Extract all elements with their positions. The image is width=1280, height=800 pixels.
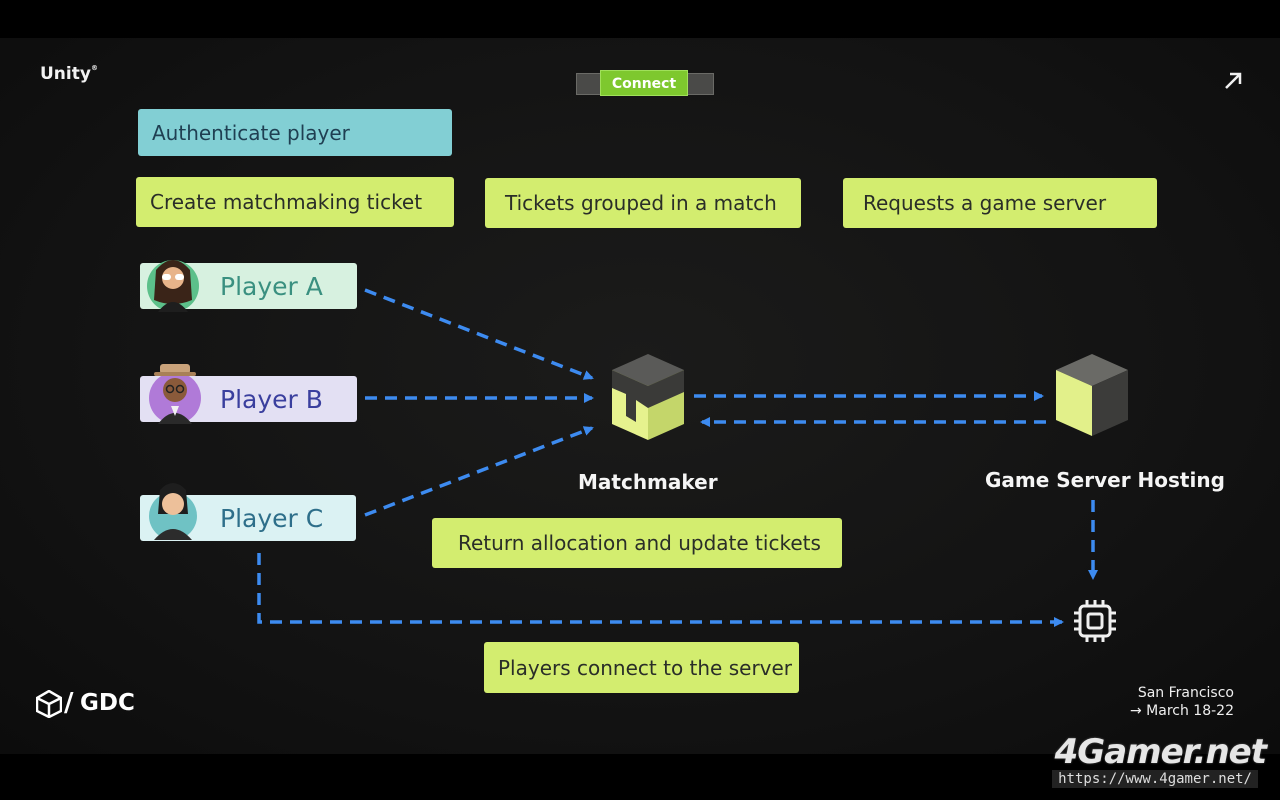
tab-connect[interactable]: Connect [600,70,688,96]
player-c-avatar [149,483,197,540]
tickets-grouped-box: Tickets grouped in a match [485,178,801,228]
matchmaker-label: Matchmaker [578,470,718,494]
unity-cube-icon [36,690,62,718]
arrow-player-c-to-matchmaker [364,426,594,517]
server-chip-icon [1074,600,1116,642]
player-a-label: Player A [220,271,323,301]
player-c-label: Player C [220,503,324,533]
event-city: San Francisco [1137,685,1234,701]
matchmaker-cube-icon [612,354,684,440]
player-b-avatar [149,364,201,424]
request-server-box: Requests a game server [843,178,1157,228]
create-ticket-box: Create matchmaking ticket [136,177,454,227]
footer-slash: / [64,688,74,718]
player-c-card: Player C [140,495,356,541]
player-b-label: Player B [220,384,323,414]
watermark-logo: 4Gamer.net [1054,732,1267,772]
unity-logo: Unity® [40,64,98,84]
brand-name: Unity [40,64,91,84]
players-connect-box: Players connect to the server [484,642,799,693]
game-server-hosting-cube-icon [1056,354,1128,436]
connect-tab-group: Connect [576,70,714,96]
brand-mark: ® [90,64,98,72]
event-dates: → March 18-22 [1130,703,1234,719]
arrow-player-a-to-matchmaker [364,288,594,380]
event-location: San Francisco → March 18-22 [1130,684,1234,720]
authenticate-player-box: Authenticate player [138,109,452,156]
return-allocation-box: Return allocation and update tickets [432,518,842,568]
external-link-icon[interactable] [1222,70,1244,92]
watermark-url: https://www.4gamer.net/ [1052,770,1258,788]
gdc-logo: GDC [80,690,135,716]
arrow-players-to-server [257,553,1064,627]
game-server-hosting-label: Game Server Hosting [985,468,1225,492]
player-a-avatar [147,260,199,312]
